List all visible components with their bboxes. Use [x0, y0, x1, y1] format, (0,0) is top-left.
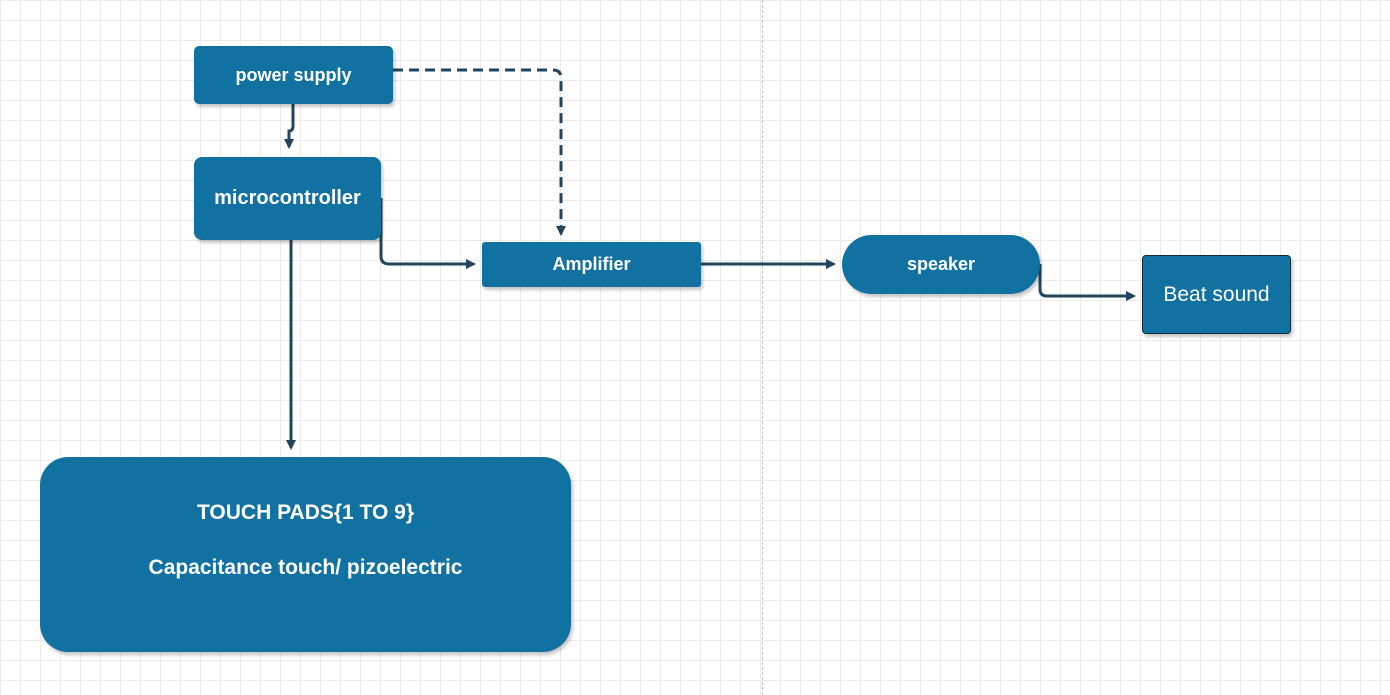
- speaker-label: speaker: [906, 254, 976, 274]
- edge-power-to-amplifier[interactable]: [393, 68, 566, 236]
- microcontroller-label: microcontroller: [214, 187, 361, 209]
- power-supply-node[interactable]: power supply: [194, 46, 393, 104]
- beat-sound-label: Beat sound: [1163, 282, 1270, 306]
- touch-pads-node[interactable]: TOUCH PADS{1 TO 9} Capacitance touch/ pi…: [40, 457, 571, 652]
- edge-speaker-to-beat[interactable]: [1038, 264, 1136, 301]
- touch-pads-subtitle: Capacitance touch/ pizoelectric: [148, 556, 463, 579]
- edge-power-to-micro[interactable]: [284, 104, 295, 149]
- edge-micro-to-amplifier[interactable]: [379, 198, 476, 269]
- amplifier-node[interactable]: Amplifier: [482, 242, 701, 287]
- beat-sound-node[interactable]: Beat sound: [1142, 255, 1291, 334]
- microcontroller-node[interactable]: microcontroller: [194, 157, 381, 240]
- touch-pads-title: TOUCH PADS{1 TO 9}: [196, 501, 415, 524]
- page-break-line: [762, 0, 763, 695]
- amplifier-label: Amplifier: [552, 254, 631, 274]
- power-supply-label: power supply: [235, 64, 352, 85]
- speaker-node[interactable]: speaker: [842, 235, 1040, 294]
